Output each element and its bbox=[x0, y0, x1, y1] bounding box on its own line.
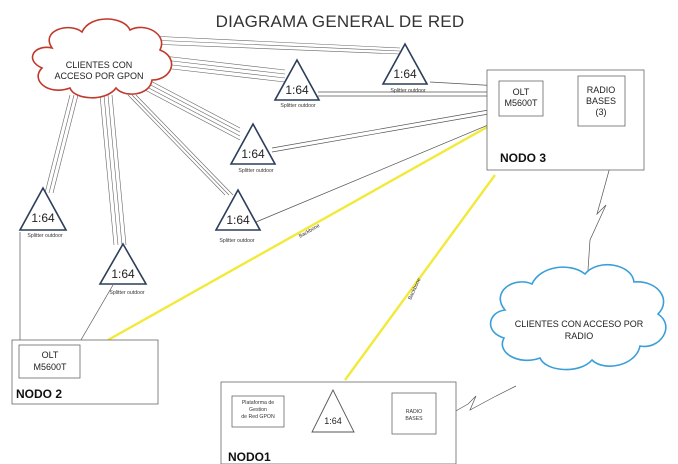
radio-bases-nodo3-line1: RADIO bbox=[587, 85, 616, 95]
radio-links bbox=[439, 155, 614, 421]
splitter-e: 1:64 Splitter outdoor bbox=[98, 242, 148, 296]
splitter-ratio: 1:64 bbox=[31, 211, 55, 225]
nodo1-label: NODO1 bbox=[228, 450, 271, 464]
nodo-2: OLT M5600T NODO 2 bbox=[11, 339, 159, 405]
olt-nodo2-line2: M5600T bbox=[33, 362, 67, 372]
splitter-caption: Splitter outdoor bbox=[109, 290, 144, 296]
nodo2-label: NODO 2 bbox=[16, 387, 62, 401]
olt-nodo3 bbox=[498, 80, 544, 117]
splitter-ratio: 1:64 bbox=[111, 267, 135, 281]
splitter-ratio: 1:64 bbox=[393, 67, 417, 81]
nodo3-label: NODO 3 bbox=[500, 151, 546, 165]
platform-line3: de Red GPON bbox=[241, 414, 275, 420]
splitter-ratio: 1:64 bbox=[226, 213, 250, 227]
splitter-ratio: 1:64 bbox=[241, 147, 265, 161]
platform-line1: Plataforma de bbox=[242, 400, 274, 406]
cloud-radio-line2: RADIO bbox=[565, 331, 594, 341]
splitter-a: 1:64 Splitter outdoor bbox=[273, 58, 321, 109]
radio-bases-nodo1-line2: BASES bbox=[405, 416, 423, 422]
radio-bases-nodo3 bbox=[577, 75, 626, 127]
splitter-caption: Splitter outdoor bbox=[238, 168, 273, 174]
cloud-radio: CLIENTES CON ACCESO POR RADIO bbox=[489, 264, 667, 371]
diagram-title: DIAGRAMA GENERAL DE RED bbox=[216, 12, 465, 31]
fiber-bundles bbox=[44, 35, 401, 246]
platform-box bbox=[231, 395, 285, 428]
splitter-caption: Splitter outdoor bbox=[390, 88, 425, 94]
splitter-c: 1:64 Splitter outdoor bbox=[214, 188, 262, 244]
splitter-b: 1:64 Splitter outdoor bbox=[229, 122, 277, 174]
backbone-links bbox=[107, 115, 506, 381]
radio-bases-nodo1 bbox=[391, 392, 437, 435]
olt-nodo2 bbox=[18, 344, 81, 379]
nodo-3: OLT M5600T RADIO BASES (3) NODO 3 bbox=[486, 69, 645, 171]
splitter-caption: Splitter outdoor bbox=[219, 238, 254, 244]
splitter-caption: Splitter outdoor bbox=[27, 233, 62, 239]
splitter-top: 1:64 Splitter outdoor bbox=[381, 42, 429, 94]
splitter-d: 1:64 Splitter outdoor bbox=[18, 186, 68, 239]
radio-bases-nodo1-line1: RADIO bbox=[406, 409, 422, 415]
platform-line2: Gestion bbox=[249, 407, 267, 413]
radio-bases-nodo3-line3: (3) bbox=[596, 107, 607, 117]
cloud-gpon-line1: CLIENTES CON bbox=[66, 60, 133, 70]
splitter-caption: Splitter outdoor bbox=[280, 103, 315, 109]
cloud-gpon-line2: ACCESO POR GPON bbox=[54, 71, 143, 81]
radio-bases-nodo3-line2: BASES bbox=[586, 96, 616, 106]
olt-nodo2-line1: OLT bbox=[42, 350, 59, 360]
olt-nodo3-line1: OLT bbox=[513, 87, 530, 97]
olt-links bbox=[19, 81, 501, 346]
cloud-radio-line1: CLIENTES CON ACCESO POR bbox=[515, 319, 644, 329]
splitter-nodo1 bbox=[311, 388, 355, 433]
cloud-gpon: CLIENTES CON ACCESO POR GPON bbox=[31, 18, 173, 99]
nodo-1: Plataforma de Gestion de Red GPON 1:64 R… bbox=[220, 381, 457, 464]
backbone-label: Backbone bbox=[407, 277, 422, 301]
splitter-ratio: 1:64 bbox=[285, 83, 309, 97]
splitter-nodo1-ratio: 1:64 bbox=[324, 416, 342, 426]
olt-nodo3-line2: M5600T bbox=[504, 98, 538, 108]
